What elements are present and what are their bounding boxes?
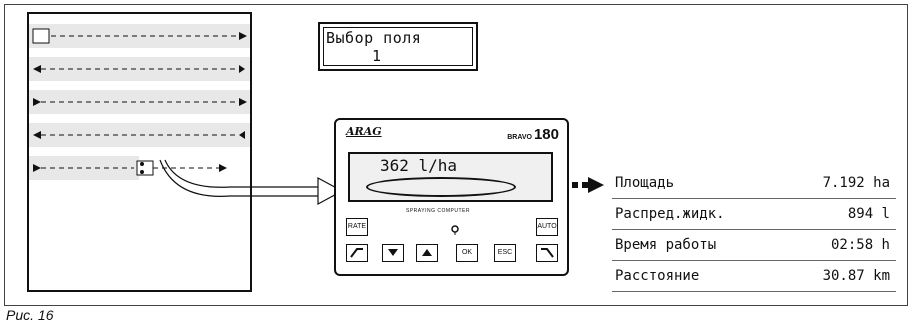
- display-value: 362 l/ha: [380, 156, 458, 175]
- arrow-down-icon: [388, 249, 398, 256]
- arrow-up-icon: [422, 249, 432, 256]
- boom-left-icon: [350, 248, 363, 258]
- ok-button[interactable]: OK: [456, 244, 478, 262]
- down-button[interactable]: [382, 244, 404, 262]
- up-button[interactable]: [416, 244, 438, 262]
- rate-button[interactable]: RATE: [346, 218, 368, 236]
- field-select-display: Выбор поля 1: [318, 22, 478, 71]
- figure-frame: [4, 4, 908, 306]
- esc-button[interactable]: ESC: [494, 244, 516, 262]
- readout-table: Площадь 7.192 ha Распред.жидк. 894 l Вре…: [612, 168, 896, 292]
- boom-right-icon: [541, 248, 554, 258]
- boom-right-button[interactable]: [536, 244, 558, 262]
- readout-row: Расстояние 30.87 km: [612, 261, 896, 292]
- figure-caption: Рис. 16: [6, 307, 54, 323]
- lane-5: [29, 156, 139, 181]
- lane-4: [29, 123, 250, 148]
- device-label: SPRAYING COMPUTER: [406, 208, 470, 214]
- readout-row: Площадь 7.192 ha: [612, 168, 896, 199]
- field-select-value: 1: [372, 47, 382, 65]
- field-diagram: [27, 12, 252, 292]
- lane-3: [29, 90, 250, 115]
- field-select-title: Выбор поля: [326, 29, 422, 47]
- readout-row: Время работы 02:58 h: [612, 230, 896, 261]
- boom-left-button[interactable]: [346, 244, 368, 262]
- pin-icon: [451, 225, 459, 235]
- readout-row: Распред.жидк. 894 l: [612, 199, 896, 230]
- auto-button[interactable]: AUTO: [536, 218, 558, 236]
- lane-2: [29, 57, 250, 82]
- display-highlight: [366, 177, 516, 197]
- lane-1: [29, 24, 250, 49]
- device-screen: 362 l/ha: [348, 152, 553, 202]
- brand-logo: ARAG: [346, 125, 382, 138]
